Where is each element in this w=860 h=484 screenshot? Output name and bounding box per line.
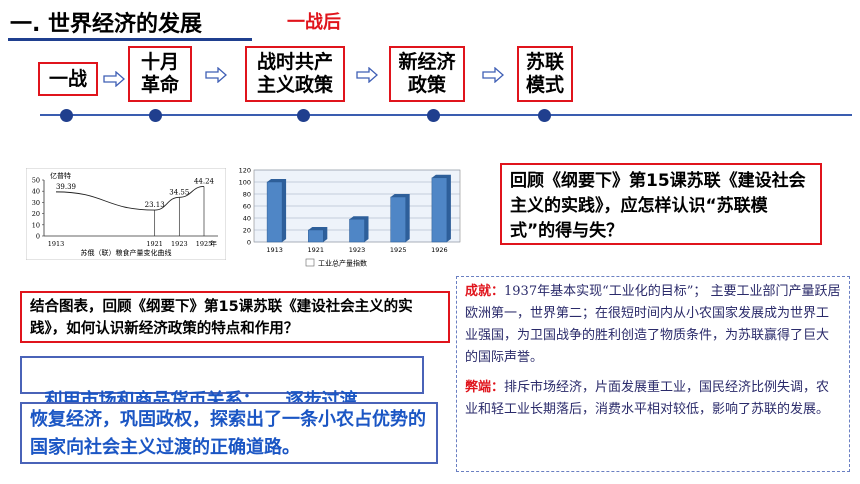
bar-chart-y-tick-label: 20	[243, 227, 251, 235]
question-nep-text: 结合图表，回顾《纲要下》第15课苏联《建设社会主义的实践》，如何认识新经济政策的…	[30, 299, 413, 337]
grain-chart-y-tick-label: 0	[36, 233, 40, 241]
evaluation-achievement: 成就：1937年基本实现“工业化的目标”； 主要工业部门产量跃居欧洲第一，世界第…	[465, 281, 841, 369]
bar-chart-y-tick-label: 120	[239, 167, 251, 175]
bar-chart-legend: 工业总产量指数	[318, 259, 367, 268]
title-underline	[8, 38, 252, 41]
timeline-dot	[60, 109, 73, 122]
industrial-output-chart: 120 100 80 60 40 20 0 1913 1921 1923 1925 1926 工业总…	[236, 166, 464, 274]
bar	[390, 196, 406, 243]
soviet-model-evaluation: 成就：1937年基本实现“工业化的目标”； 主要工业部门产量跃居欧洲第一，世界第…	[456, 276, 850, 472]
timeline-item-soviet-model[interactable]: 苏联 模式	[517, 46, 573, 102]
bar-chart-y-tick-label: 100	[239, 179, 251, 187]
achievement-text: 1937年基本实现“工业化的目标”； 主要工业部门产量跃居欧洲第一，世界第二；在…	[465, 284, 841, 365]
grain-chart-x-tick-label: 1925	[196, 240, 213, 248]
grain-chart-data-label: 34.55	[169, 188, 189, 196]
grain-chart-y-tick-label: 10	[32, 221, 40, 229]
bar-chart-x-tick-label: 1923	[349, 246, 366, 254]
question-soviet-model: 回顾《纲要下》第15课苏联《建设社会主义的实践》，应怎样认识“苏联模式”的得与失…	[500, 163, 822, 245]
question-soviet-model-text: 回顾《纲要下》第15课苏联《建设社会主义的实践》，应怎样认识“苏联模式”的得与失…	[510, 171, 806, 241]
legend-swatch	[305, 258, 315, 267]
page-subtitle: 一战后	[287, 12, 341, 33]
timeline-item-ww1[interactable]: 一战	[38, 62, 98, 96]
grain-chart-x-tick-label: 1913	[48, 240, 65, 248]
page-title: 一. 世界经济的发展	[10, 12, 203, 37]
grain-chart-x-tick-label: 1921	[146, 240, 163, 248]
timeline-item-october-revolution[interactable]: 十月 革命	[128, 46, 192, 102]
grain-chart-data-label: 39.39	[56, 183, 76, 191]
bar-chart-x-tick-label: 1921	[308, 246, 325, 254]
bar-chart-y-tick-label: 40	[243, 215, 251, 223]
timeline-dot	[538, 109, 551, 122]
grain-output-curve	[55, 186, 205, 211]
answer-nep-role: 恢复经济，巩固政权，探索出了一条小农占优势的国家向社会主义过渡的正确道路。	[20, 402, 438, 464]
timeline-dot	[149, 109, 162, 122]
bar	[266, 181, 283, 243]
timeline-item-war-communism[interactable]: 战时共产 主义政策	[245, 46, 345, 102]
arrow-right-icon	[103, 71, 125, 87]
grain-chart-y-tick-label: 20	[32, 210, 40, 218]
bar-chart-x-tick-label: 1926	[431, 246, 448, 254]
answer-nep-role-text: 恢复经济，巩固政权，探索出了一条小农占优势的国家向社会主义过渡的正确道路。	[30, 409, 426, 458]
grain-chart-caption: 苏俄（联）粮食产量变化曲线	[81, 248, 172, 257]
bar	[349, 218, 365, 243]
bar-chart-x-tick-label: 1913	[266, 246, 283, 254]
grain-chart-y-tick-label: 40	[32, 188, 40, 196]
grain-output-chart: 亿普特 50 40 30 20 10 0 39.39 23.13 34.55 44.24 191…	[26, 168, 226, 260]
timeline-item-label: 新经济 政策	[398, 51, 456, 96]
arrow-right-icon	[356, 67, 378, 83]
timeline-dot	[297, 109, 310, 122]
bar-chart-y-tick-label: 80	[243, 191, 251, 199]
bar-chart-y-tick-label: 0	[247, 239, 251, 247]
bar-chart-x-tick-label: 1925	[390, 246, 407, 254]
grain-chart-data-label: 44.24	[194, 177, 215, 185]
bar	[431, 177, 448, 243]
grain-chart-x-tick-label: 1923	[171, 240, 188, 248]
drawback-text: 排斥市场经济，片面发展重工业，国民经济比例失调，农业和轻工业长期落后，消费水平相…	[465, 380, 830, 417]
answer-nep-features: 利用市场和商品货币关系； 逐步过渡	[20, 356, 424, 411]
achievement-label: 成就：	[465, 284, 505, 299]
bar	[308, 229, 324, 243]
grain-chart-data-label: 23.13	[145, 201, 165, 209]
grain-chart-y-tick-label: 50	[32, 177, 40, 185]
grain-chart-y-tick-label: 30	[32, 199, 40, 207]
timeline-item-nep[interactable]: 新经济 政策	[389, 46, 465, 102]
grain-chart-ylabel: 亿普特	[50, 171, 71, 180]
timeline-dot	[427, 109, 440, 122]
bar-chart-y-tick-label: 60	[243, 203, 251, 211]
question-nep: 结合图表，回顾《纲要下》第15课苏联《建设社会主义的实践》，如何认识新经济政策的…	[20, 291, 450, 343]
timeline-item-label: 苏联 模式	[525, 51, 564, 96]
timeline-item-label: 一战	[48, 67, 87, 90]
arrow-right-icon	[205, 67, 227, 83]
timeline-item-label: 战时共产 主义政策	[256, 51, 333, 96]
evaluation-drawback: 弊端：排斥市场经济，片面发展重工业，国民经济比例失调，农业和轻工业长期落后，消费…	[465, 377, 841, 421]
timeline-item-label: 十月 革命	[140, 51, 179, 96]
grain-chart-x-suffix: 年	[210, 239, 217, 248]
timeline-axis	[40, 114, 852, 116]
drawback-label: 弊端：	[465, 380, 505, 395]
arrow-right-icon	[482, 67, 504, 83]
